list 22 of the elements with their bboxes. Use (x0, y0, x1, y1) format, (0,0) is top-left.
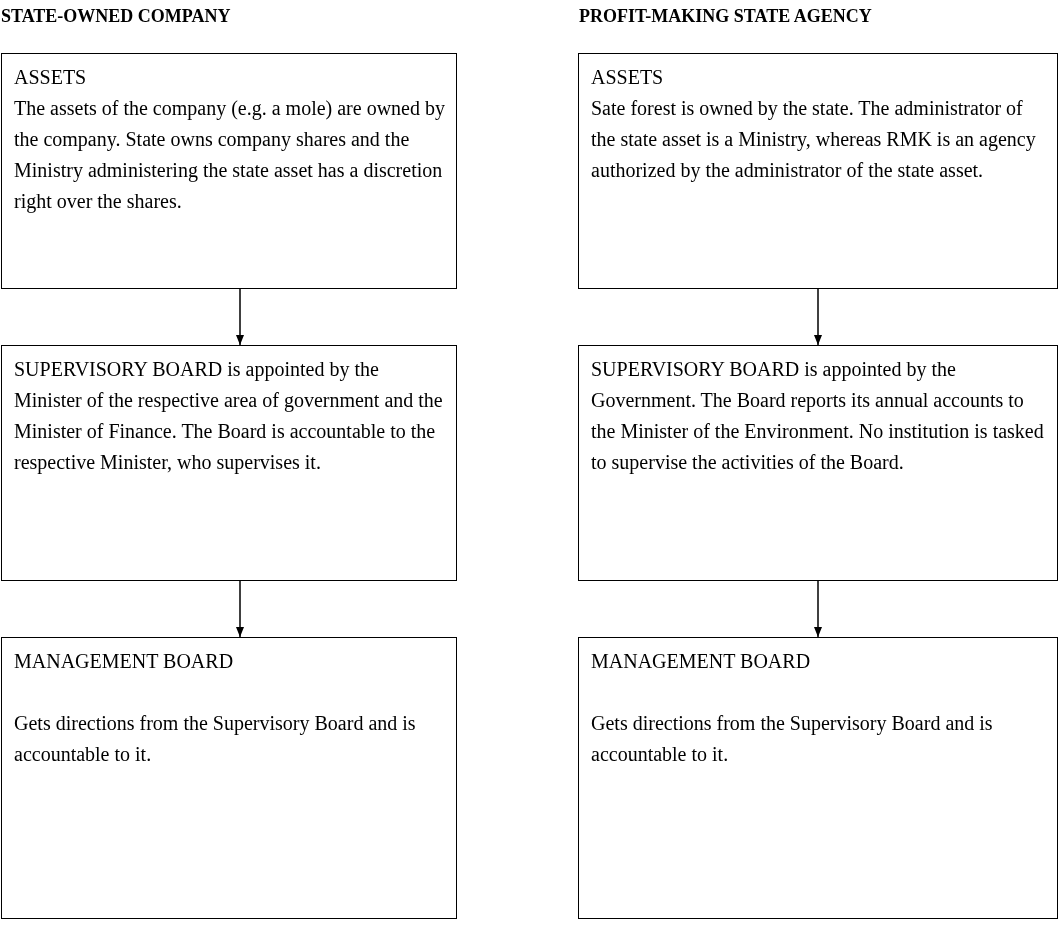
box-text: Gets directions from the Supervisory Board and is accountable to it. (591, 711, 994, 767)
box-heading: ASSETS (591, 65, 665, 90)
column-heading: STATE-OWNED COMPANY (1, 6, 231, 27)
box-text: The assets of the company (e.g. a mole) are owned by the company. State owns company shares and the Ministry administering the state asset has a discretion right over the shares. (14, 96, 446, 215)
box-text: Gets directions from the Supervisory Board and is accountable to it. (14, 711, 417, 767)
box-text: SUPERVISORY BOARD is appointed by the Minister of the respective area of government and the Minister of Finance. The Board is accountable to the respective Minister, who supervises it. (14, 357, 444, 476)
arrow (814, 288, 822, 346)
box-text: SUPERVISORY BOARD is appointed by the Government. The Board reports its annual accounts to the Minister of the Environment. No institution is tasked to supervise the activities of the Board. (591, 357, 1045, 476)
text-box (1, 637, 457, 919)
text-box (578, 637, 1058, 919)
arrow (814, 580, 822, 638)
text-box (578, 53, 1058, 289)
text-box (1, 345, 457, 581)
box-heading: ASSETS (14, 65, 88, 90)
arrow (236, 288, 244, 346)
box-heading: MANAGEMENT BOARD (591, 649, 812, 674)
column-heading: PROFIT-MAKING STATE AGENCY (579, 6, 872, 27)
arrow (236, 580, 244, 638)
box-text: Sate forest is owned by the state. The administrator of the state asset is a Ministry, whereas RMK is an agency authorized by the administrator of the state asset. (591, 96, 1037, 184)
box-heading: MANAGEMENT BOARD (14, 649, 235, 674)
text-box (1, 53, 457, 289)
text-box (578, 345, 1058, 581)
